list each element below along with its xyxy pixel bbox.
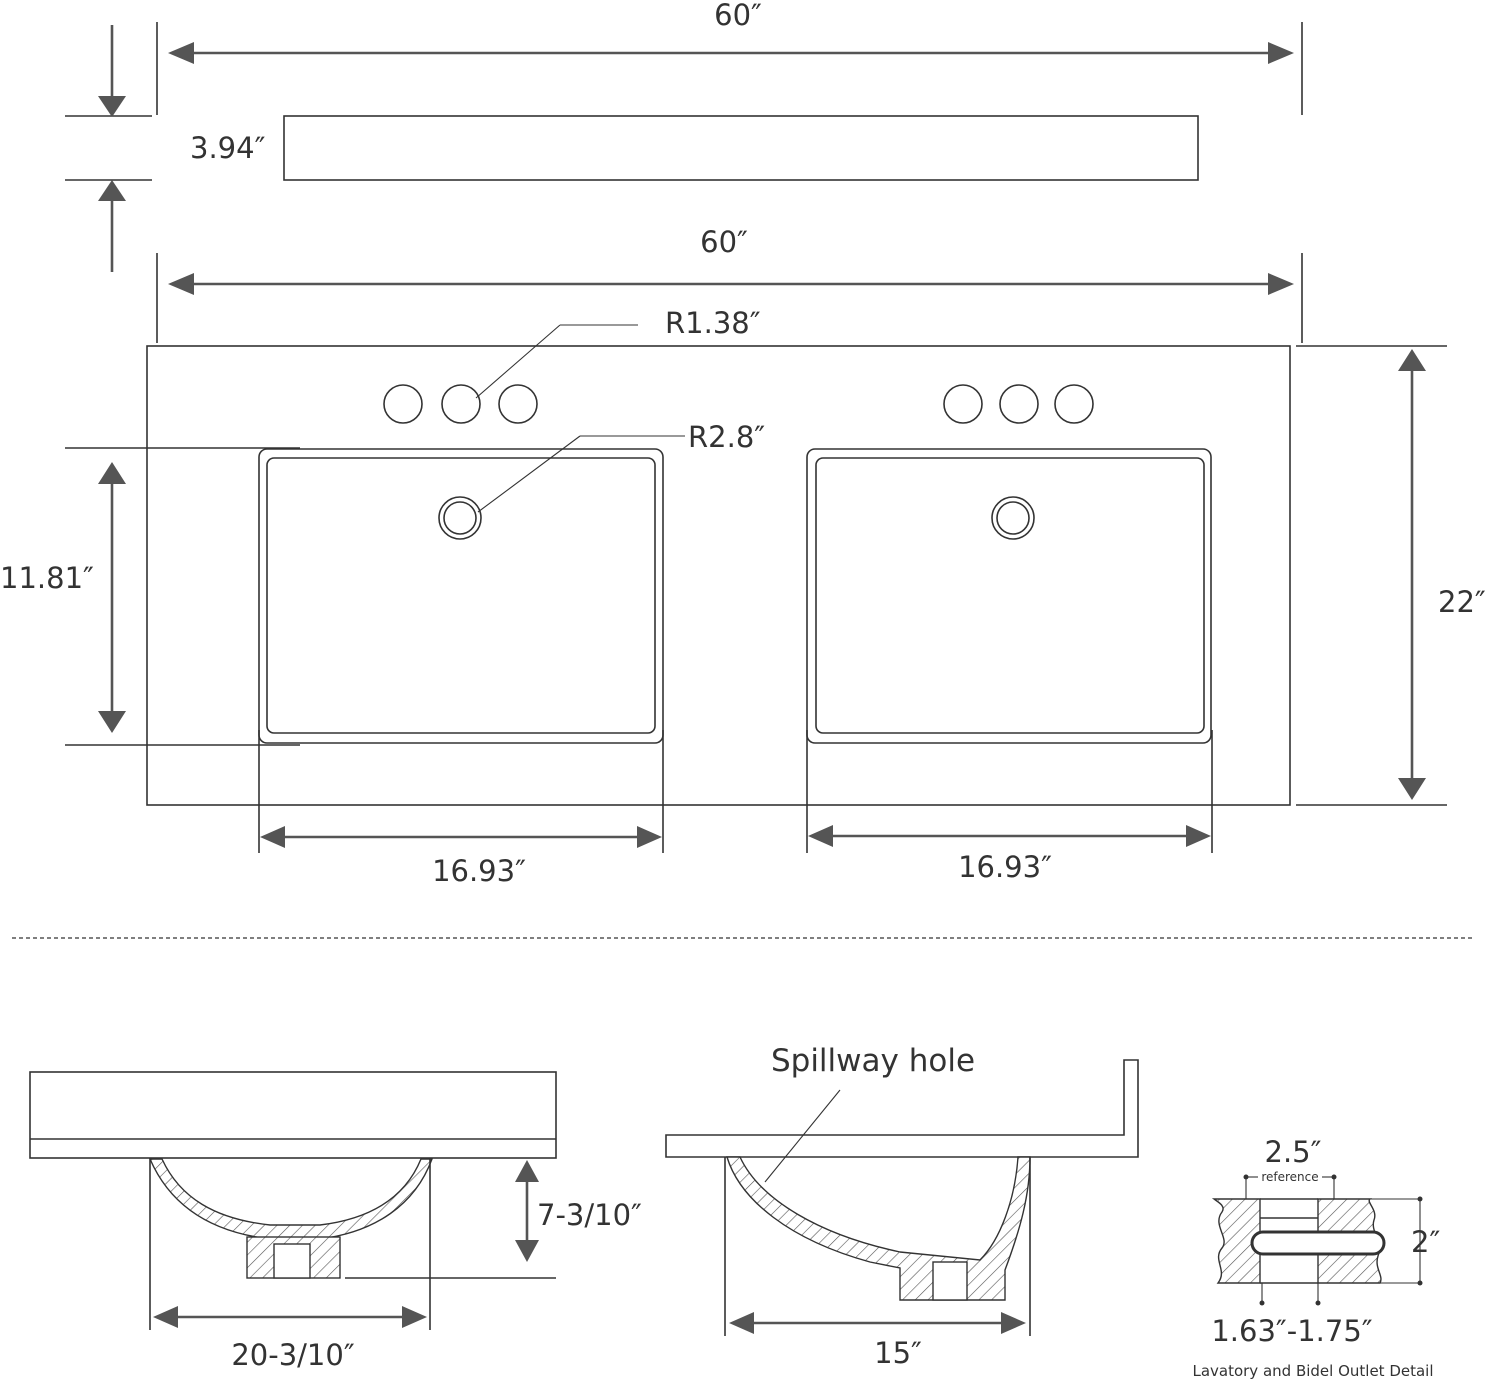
outlet-range-dimension: 1.63″-1.75″ [1211,1283,1373,1348]
faucet-radius-label: R1.38″ [665,306,761,340]
basin-depth-label: 11.81″ [0,561,94,595]
drain-outer [991,496,1035,540]
top-width-label: 60″ [714,0,762,32]
outlet-width-label: 2.5″ [1265,1135,1322,1169]
section-outlet-bore [932,1261,968,1301]
arrow-left-icon [153,1306,178,1328]
spillway-callout: Spillway hole [764,1043,975,1183]
arrow-right-icon [1186,825,1211,847]
bowl-height-dimension: 7-3/10″ [345,1160,642,1279]
backsplash-height-label: 3.94″ [190,131,266,165]
arrow-up-icon [515,1160,539,1182]
arrow-down-icon [1398,778,1426,800]
basin-outer [258,448,664,744]
section-view: Spillway hole 15″ [665,1043,1139,1370]
backsplash-height-dimension: 3.94″ [98,25,266,272]
arrow-left-icon [168,42,194,64]
bowl-wall [148,1158,434,1242]
section-depth-label: 15″ [874,1336,922,1370]
drain-inner [443,501,477,535]
outlet-range-label: 1.63″-1.75″ [1211,1314,1372,1348]
reference-label: reference [1261,1170,1318,1184]
arrow-up-icon [1398,349,1426,371]
drain-inner [996,501,1030,535]
right-faucet-holes [943,384,1094,424]
arrow-right-icon [402,1306,427,1328]
side-elevation-view: 7-3/10″ 20-3/10″ [29,1071,642,1372]
basin-inner [266,457,656,734]
arrow-right-icon [1268,42,1294,64]
counter-outline [146,345,1291,806]
basin-outer [806,448,1212,744]
outlet-height-dimension: 2″ [1370,1196,1440,1286]
arrow-left-icon [729,1312,754,1334]
faucet-radius-callout: R1.38″ [475,306,761,399]
top-width-dimension: 60″ [168,0,1294,64]
counter-depth-dimension: 22″ [1296,345,1486,806]
arrow-right-icon [1001,1312,1026,1334]
outlet-width-reference: reference [1243,1170,1337,1200]
counter-section [665,1059,1139,1158]
spillway-label: Spillway hole [771,1043,975,1079]
outlet-height-label: 2″ [1411,1225,1440,1259]
outlet-detail-view: 2.5″ reference 2″ [1192,1135,1440,1380]
outlet-body-left [1211,1198,1261,1284]
section-depth-dimension: 15″ [724,1157,1031,1370]
backsplash-outline [283,115,1199,181]
left-faucet-holes [383,384,538,424]
outlet-detail-caption: Lavatory and Bidel Outlet Detail [1192,1362,1433,1380]
counter-top-view: 60″ R1.38″ [0,225,1486,888]
arrow-down-icon [98,711,126,733]
right-basin [806,448,1212,744]
drain-outer [438,496,482,540]
basin-inner [815,457,1205,734]
drain-radius-label: R2.8″ [688,420,765,454]
left-basin-width-dimension: 16.93″ [258,730,664,888]
bowl-height-label: 7-3/10″ [537,1198,642,1232]
arrow-left-icon [168,273,194,295]
arrow-up-icon [98,180,126,201]
faucet-hole [999,384,1039,424]
arrow-down-icon [98,96,126,117]
left-basin [258,448,664,744]
section-bowl-wall [726,1156,1031,1301]
arrow-up-icon [98,462,126,484]
counter-depth-label: 22″ [1438,585,1486,619]
arrow-right-icon [1268,273,1294,295]
outlet-bore [273,1243,311,1279]
bowl-width-dimension: 20-3/10″ [149,1159,431,1372]
arrow-right-icon [637,826,662,848]
drain-radius-callout: R2.8″ [477,420,765,513]
arrow-left-icon [808,825,833,847]
counter-slab [29,1071,557,1159]
outlet-flange [1250,1230,1386,1256]
basin-depth-dimension: 11.81″ [0,447,300,746]
outlet-body-lines [1260,1198,1318,1284]
faucet-hole [943,384,983,424]
counter-width-label: 60″ [700,225,748,259]
arrow-left-icon [260,826,285,848]
right-basin-width-dimension: 16.93″ [806,730,1213,884]
left-basin-width-label: 16.93″ [432,854,526,888]
arrow-down-icon [515,1240,539,1262]
faucet-hole [383,384,423,424]
faucet-hole [441,384,481,424]
bowl-width-label: 20-3/10″ [231,1338,354,1372]
faucet-hole [1054,384,1094,424]
faucet-hole [498,384,538,424]
counter-width-dimension: 60″ [168,225,1294,295]
right-basin-width-label: 16.93″ [958,850,1052,884]
backsplash-view: 60″ 3.94″ [65,0,1303,272]
